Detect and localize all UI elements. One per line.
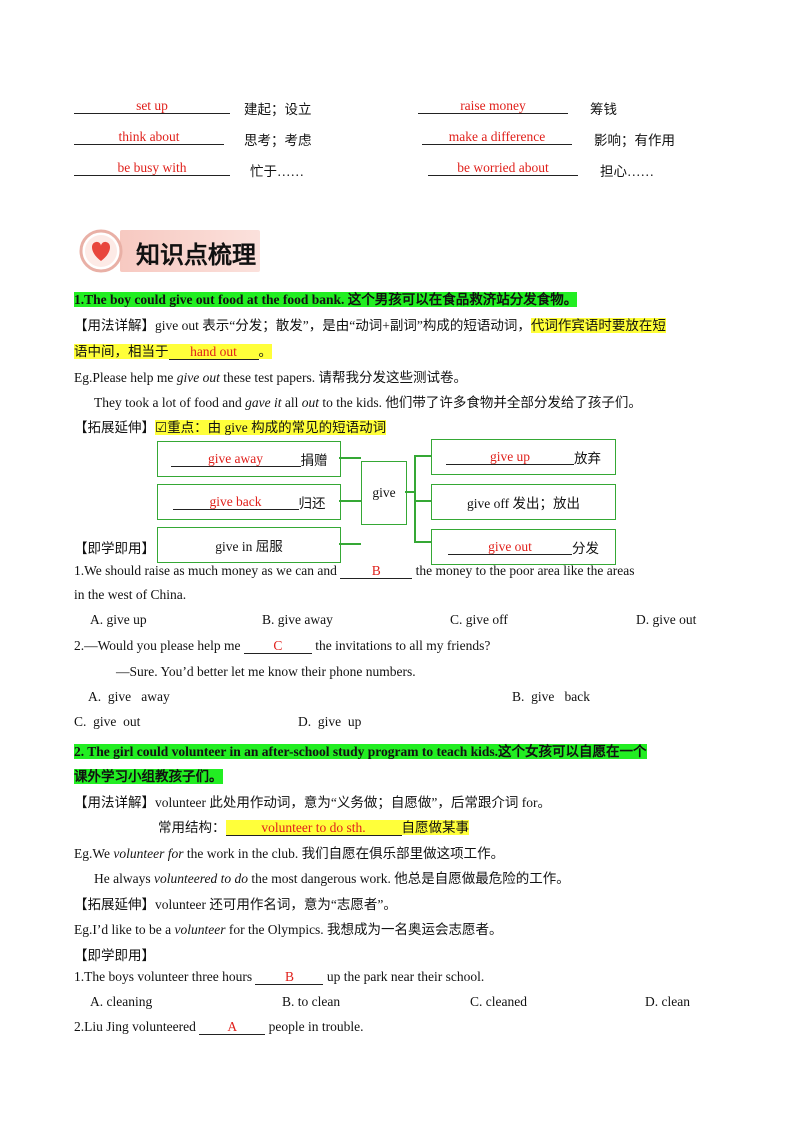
vocab-row-1: set up — [74, 98, 230, 114]
s1-practice-label: 【即学即用】 — [74, 537, 155, 557]
s1-q2-opt-c: C. give out — [74, 714, 141, 729]
vocab-meaning: 建起；设立 — [244, 102, 312, 117]
answer-blank: B — [340, 563, 413, 579]
s2-usage: 【用法详解】volunteer 此处用作动词，意为“义务做；自愿做”，后常跟介词… — [74, 795, 551, 810]
s1-q2-reply: —Sure. You’d better let me know their ph… — [116, 664, 416, 679]
vocab-row-5: be busy with — [74, 160, 230, 176]
diagram-center-give: give — [361, 461, 407, 525]
vocab-answer: think about — [74, 129, 224, 145]
s2-q1-opt-c: C. cleaned — [470, 994, 527, 1009]
diagram-box-give-in: give in 屈服 — [157, 527, 341, 563]
vocab-row-4: make a difference — [422, 129, 572, 145]
answer-blank: B — [255, 969, 324, 985]
s1-q2: 2.—Would you please help me C the invita… — [74, 638, 491, 654]
answer-blank: C — [243, 638, 312, 654]
s1-usage-line1: 【用法详解】give out 表示“分发；散发”，是由“动词+副词”构成的短语动… — [74, 318, 666, 333]
vocab-answer: make a difference — [422, 129, 572, 145]
s2-title-line2: 课外学习小组教孩子们。 — [74, 769, 223, 784]
s2-title-line1: 2. The girl could volunteer in an after-… — [74, 744, 647, 759]
vocab-meaning: 影响；有作用 — [594, 133, 675, 148]
vocab-meaning: 担心…… — [600, 164, 654, 179]
s2-q1-opt-d: D. clean — [645, 994, 690, 1009]
s1-q1-opt-a: A. give up — [90, 612, 147, 627]
s1-title: 1.The boy could give out food at the foo… — [74, 292, 578, 307]
vocab-meaning: 思考；考虑 — [244, 133, 312, 148]
s2-q1: 1.The boys volunteer three hours B up th… — [74, 969, 485, 985]
s2-eg1: Eg.We volunteer for the work in the club… — [74, 846, 505, 861]
vocab-meaning: 忙于…… — [250, 164, 304, 179]
s2-q2: 2.Liu Jing volunteered A people in troub… — [74, 1019, 364, 1035]
s1-q1-opt-c: C. give off — [450, 612, 508, 627]
heart-icon — [76, 226, 126, 276]
heading-title: 知识点梳理 — [136, 241, 256, 269]
s2-ext: 【拓展延伸】volunteer 还可用作名词，意为“志愿者”。 — [74, 897, 397, 912]
answer-blank: A — [199, 1019, 266, 1035]
s2-structure: 常用结构：volunteer to do sth.自愿做某事 — [158, 820, 469, 836]
heading-bar — [120, 230, 260, 272]
vocab-row-6: be worried about — [428, 160, 578, 176]
s1-eg1: Eg.Please help me give out these test pa… — [74, 370, 467, 385]
s2-practice-label: 【即学即用】 — [74, 948, 155, 963]
s1-q1: 1.We should raise as much money as we ca… — [74, 563, 635, 579]
s1-q1-opt-d: D. give out — [636, 612, 697, 627]
s2-eg2: He always volunteered to do the most dan… — [94, 871, 570, 886]
vocab-meaning: 筹钱 — [590, 102, 617, 117]
vocab-answer: be busy with — [74, 160, 230, 176]
section-heading: 知识点梳理 — [76, 226, 266, 276]
s1-q2-opt-d: D. give up — [298, 714, 362, 729]
s2-eg3: Eg.I’d like to be a volunteer for the Ol… — [74, 922, 503, 937]
answer-structure: volunteer to do sth. — [225, 820, 402, 836]
vocab-answer: set up — [74, 98, 230, 114]
s1-q2-opt-b: B. give back — [512, 689, 590, 704]
s1-q1-opt-b: B. give away — [262, 612, 333, 627]
answer-hand-out: hand out — [168, 344, 259, 360]
s1-q2-opt-a: A. give away — [88, 689, 170, 704]
diagram-box-give-off: give off 发出；放出 — [431, 484, 616, 520]
s1-eg2: They took a lot of food and gave it all … — [94, 395, 642, 410]
vocab-answer: be worried about — [428, 160, 578, 176]
vocab-row-3: think about — [74, 129, 224, 145]
s2-q1-opt-b: B. to clean — [282, 994, 341, 1009]
s1-ext: 【拓展延伸】☑重点：由 give 构成的常见的短语动词 — [74, 420, 387, 435]
s2-q1-opt-a: A. cleaning — [90, 994, 153, 1009]
vocab-row-2: raise money — [418, 98, 568, 114]
s1-q1-cont: in the west of China. — [74, 587, 187, 602]
vocab-answer: raise money — [418, 98, 568, 114]
